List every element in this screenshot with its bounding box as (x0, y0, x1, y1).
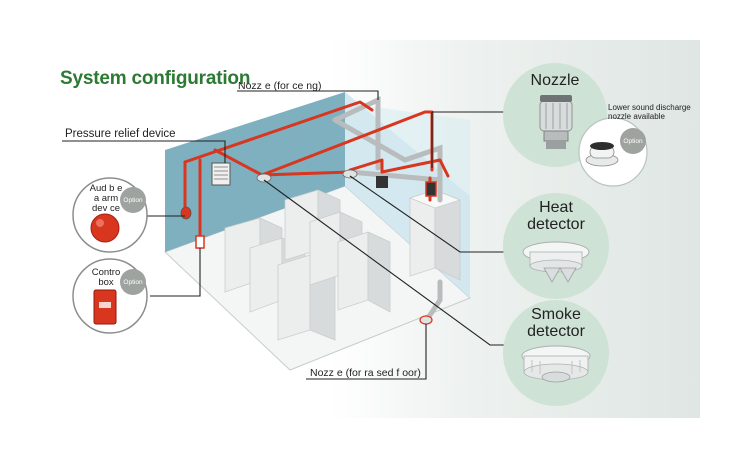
page-title: System configuration (60, 68, 251, 89)
nozzle-label: Nozzle (530, 72, 580, 89)
heat-detector-label: Heat detector (527, 199, 585, 233)
ceiling-nozzle-right (342, 169, 358, 179)
audible-alarm-label: Aud b e a arm dev ce (89, 183, 123, 214)
server-racks (224, 189, 462, 341)
control-box-label: Contro box (91, 267, 121, 288)
floor-nozzle (419, 315, 433, 325)
ceiling-detector (376, 176, 388, 188)
nozzle-floor-label: Nozz e (for ra sed f oor) (310, 367, 421, 379)
audible-alarm-option-badge: Option (120, 187, 146, 213)
heat-detector-graphic (522, 241, 590, 283)
pressure-relief-label: Pressure relief device (65, 128, 176, 140)
smoke-detector-label: Smoke detector (527, 306, 585, 340)
nozzle-option-badge: Option (620, 128, 646, 154)
ceiling-nozzle-left (256, 173, 272, 183)
smoke-detector-graphic (521, 345, 591, 383)
pressure-relief-vent (211, 162, 231, 186)
nozzle-ceiling-label: Nozz e (for ce ng) (238, 80, 322, 92)
nozzle-graphic (539, 95, 573, 149)
option-nozzle-graphic (585, 142, 619, 167)
heat-detector-box (425, 181, 437, 197)
nozzle-note: Lower sound discharge nozzle available (608, 103, 691, 121)
wall-control (195, 235, 205, 249)
control-box-option-badge: Option (120, 269, 146, 295)
wall-alarm (180, 206, 192, 220)
